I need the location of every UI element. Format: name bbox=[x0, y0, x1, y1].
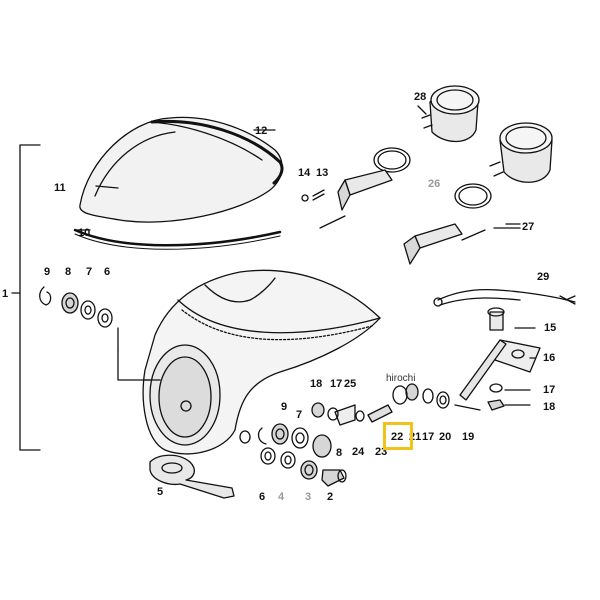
callout-18b: 18 bbox=[543, 401, 555, 413]
callout-27: 27 bbox=[522, 221, 534, 233]
callout-17b: 17 bbox=[422, 431, 434, 443]
watermark: hirochi bbox=[386, 373, 416, 384]
callout-14: 14 bbox=[298, 167, 311, 179]
mount-parts-bottom bbox=[239, 423, 347, 487]
callout-17c: 17 bbox=[543, 384, 555, 396]
mount-parts-left bbox=[39, 286, 113, 328]
callout-7b: 7 bbox=[296, 409, 302, 421]
callout-9b: 9 bbox=[281, 401, 287, 413]
callout-8a: 8 bbox=[65, 266, 71, 278]
instrument-speedometer bbox=[319, 85, 480, 229]
callout-11: 11 bbox=[54, 182, 66, 194]
seal-strip bbox=[73, 228, 282, 247]
callout-1: 1 bbox=[2, 288, 8, 300]
cable bbox=[433, 288, 576, 307]
callout-25: 25 bbox=[344, 378, 356, 390]
callout-9a: 9 bbox=[44, 266, 50, 278]
washer-14 bbox=[301, 194, 309, 202]
callout-7a: 7 bbox=[86, 266, 92, 278]
callout-6b: 6 bbox=[259, 491, 265, 503]
callout-22: 22 bbox=[391, 431, 403, 443]
callout-2: 2 bbox=[327, 491, 333, 503]
callout-18a: 18 bbox=[310, 378, 322, 390]
callout-26: 26 bbox=[428, 178, 440, 190]
fairing-body bbox=[142, 269, 381, 455]
callout-10: 10 bbox=[78, 227, 90, 239]
callout-8b: 8 bbox=[336, 447, 342, 459]
highlight-box-22: 22 bbox=[383, 422, 413, 450]
windshield bbox=[79, 116, 283, 223]
callout-5: 5 bbox=[157, 486, 163, 498]
trim-strip bbox=[150, 119, 284, 185]
callout-28: 28 bbox=[414, 91, 426, 103]
tool-wrench bbox=[149, 454, 235, 499]
screw-13 bbox=[312, 189, 325, 201]
callout-3: 3 bbox=[305, 491, 311, 503]
callout-4: 4 bbox=[278, 491, 285, 503]
callout-16: 16 bbox=[543, 352, 555, 364]
assembly-bracket bbox=[19, 144, 41, 451]
callout-19: 19 bbox=[462, 431, 474, 443]
callout-12: 12 bbox=[255, 125, 267, 137]
mount-bracket-right bbox=[311, 307, 541, 426]
callout-13: 13 bbox=[316, 167, 328, 179]
callout-24: 24 bbox=[352, 446, 365, 458]
instrument-tachometer bbox=[403, 122, 553, 265]
callout-29: 29 bbox=[537, 271, 549, 283]
callout-6a: 6 bbox=[104, 266, 110, 278]
callout-15: 15 bbox=[544, 322, 556, 334]
callout-17a: 17 bbox=[330, 378, 342, 390]
callout-20: 20 bbox=[439, 431, 451, 443]
